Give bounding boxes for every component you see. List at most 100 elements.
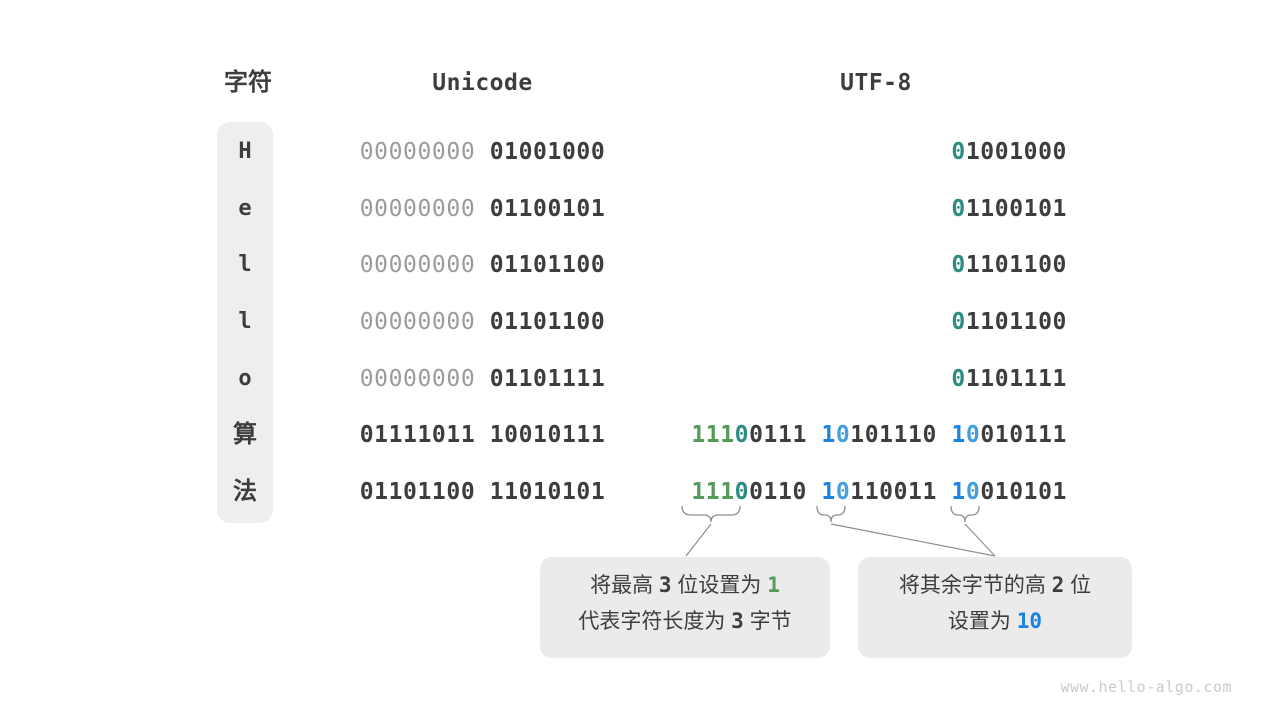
bit-segment-dark: [475, 366, 489, 392]
bit-segment-dark: 01100101: [489, 195, 606, 222]
bit-segment-gray: 00000000: [359, 365, 476, 392]
utf8-binary: 01101111: [951, 363, 1067, 395]
column-header-character: 字符: [224, 69, 272, 96]
bit-segment-green: 111: [691, 478, 735, 505]
bit-segment-gray: 00000000: [359, 308, 476, 335]
utf8-binary: 01101100: [951, 249, 1067, 281]
bit-segment-lightblue: 0: [835, 478, 851, 505]
underbrace-leading-bits: [681, 505, 741, 523]
callout-number: 1: [767, 573, 780, 597]
callout-line: 代表字符长度为 3 字节: [540, 603, 830, 639]
bit-segment-dark: 1101100: [965, 308, 1067, 335]
bit-segment-dark: 1100101: [965, 195, 1067, 222]
bit-segment-dark: 01101100: [489, 252, 606, 279]
bit-segment-dark: 01101100: [359, 478, 476, 505]
character-cell: l: [238, 252, 252, 278]
unicode-binary: 00000000 01101100: [330, 249, 635, 281]
callout-number: 2: [1051, 573, 1065, 597]
column-header-unicode: Unicode: [432, 70, 533, 96]
character-cell: 算: [233, 421, 257, 449]
bit-segment-dark: 0110: [749, 478, 807, 505]
watermark: www.hello-algo.com: [1060, 678, 1232, 696]
bit-segment-dark: [807, 479, 821, 505]
character-cell: e: [238, 195, 252, 221]
utf8-binary: 11100111 10101110 10010111: [691, 419, 1067, 451]
bit-segment-teal: 0: [734, 422, 750, 449]
callout-text: 将最高: [590, 574, 659, 597]
bit-segment-blue: 1: [821, 478, 836, 505]
utf8-binary: 01001000: [951, 136, 1067, 168]
bit-segment-gray: 00000000: [359, 252, 476, 279]
utf8-binary: 01101100: [951, 306, 1067, 338]
unicode-binary: 01111011 10010111: [330, 419, 635, 451]
bit-segment-dark: [475, 479, 489, 505]
callout-line: 将最高 3 位设置为 1: [540, 567, 830, 603]
callout-number: 10: [1016, 609, 1043, 633]
callout-text: 位: [1064, 574, 1092, 597]
bit-segment-dark: 01111011: [359, 422, 476, 449]
bit-segment-teal: 0: [951, 365, 966, 392]
callout-text: 字节: [743, 610, 792, 633]
bit-segment-blue: 1: [821, 422, 836, 449]
bit-segment-lightblue: 0: [835, 422, 851, 449]
bit-segment-dark: 010111: [980, 422, 1067, 449]
column-header-utf8: UTF-8: [840, 70, 912, 96]
character-cell: 法: [233, 477, 257, 505]
character-column-background: [217, 122, 273, 523]
underbrace-byte2-prefix: [816, 505, 846, 523]
underbrace-byte3-prefix: [950, 505, 980, 523]
bit-segment-lightblue: 0: [965, 478, 981, 505]
bit-segment-dark: [475, 139, 489, 165]
bit-segment-dark: 101110: [850, 422, 937, 449]
bit-segment-dark: 11010101: [489, 478, 606, 505]
unicode-binary: 01101100 11010101: [330, 476, 635, 508]
bit-segment-dark: [475, 252, 489, 278]
bit-segment-dark: 01101111: [489, 365, 606, 392]
bit-segment-dark: 010101: [980, 478, 1067, 505]
bit-segment-dark: [475, 196, 489, 222]
bit-segment-dark: 0111: [749, 422, 807, 449]
bit-segment-dark: 01101100: [489, 308, 606, 335]
bit-segment-dark: 110011: [850, 478, 937, 505]
character-cell: l: [238, 308, 252, 334]
unicode-binary: 00000000 01101100: [330, 306, 635, 338]
callout-text: 位设置为: [671, 574, 768, 597]
bit-segment-gray: 00000000: [359, 139, 476, 165]
bit-segment-teal: 0: [951, 195, 966, 222]
bit-segment-dark: 10010111: [489, 422, 606, 449]
bit-segment-green: 111: [691, 422, 735, 449]
character-cell: H: [238, 139, 252, 164]
bit-segment-dark: 1001000: [965, 139, 1067, 165]
bit-segment-blue: 1: [951, 478, 966, 505]
bit-segment-dark: [937, 422, 951, 448]
callout-line: 设置为 10: [858, 603, 1132, 639]
bit-segment-lightblue: 0: [965, 422, 981, 449]
bit-segment-dark: 1101111: [965, 365, 1067, 392]
connector-byte3-to-right-callout: [964, 523, 996, 557]
bit-segment-teal: 0: [951, 139, 966, 165]
unicode-binary: 00000000 01001000: [330, 136, 635, 168]
connector-byte2-to-right-callout: [830, 523, 996, 557]
bit-segment-teal: 0: [734, 478, 750, 505]
bit-segment-teal: 0: [951, 308, 966, 335]
unicode-binary: 00000000 01101111: [330, 363, 635, 395]
bit-segment-teal: 0: [951, 252, 966, 279]
callout-number: 3: [658, 573, 672, 597]
callout-text: 将其余字节的高: [898, 574, 1052, 597]
bit-segment-dark: [475, 309, 489, 335]
utf8-binary: 01100101: [951, 193, 1067, 225]
bit-segment-dark: 1101100: [965, 252, 1067, 279]
unicode-binary: 00000000 01100101: [330, 193, 635, 225]
bit-segment-dark: [807, 422, 821, 448]
character-cell: o: [238, 365, 252, 391]
callout-number: 3: [731, 609, 744, 633]
